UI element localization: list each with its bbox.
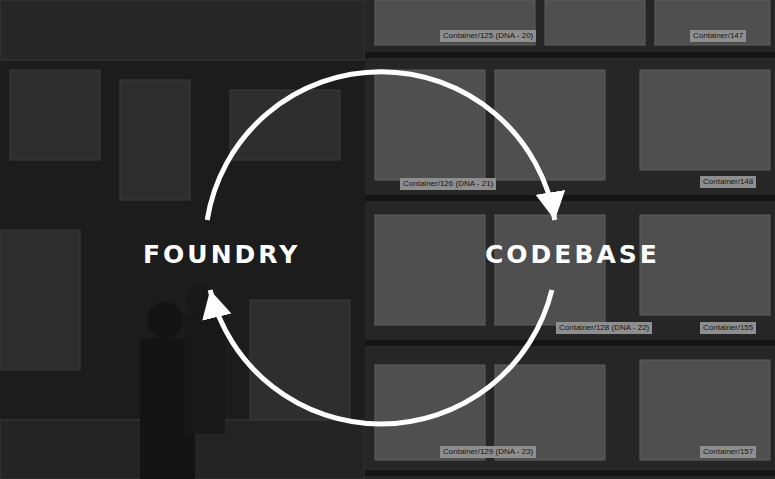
- container-label: Container/129 (DNA - 23): [440, 446, 536, 458]
- container-label: Container/155: [700, 322, 756, 334]
- cycle-arrow: [207, 72, 555, 220]
- container-label: Container/148: [700, 176, 756, 188]
- node-title: CODEBASE: [485, 240, 660, 270]
- cycle-arrow: [210, 290, 552, 424]
- container-label: Container/125 (DNA - 20): [440, 30, 536, 42]
- shelf-scene: [365, 0, 775, 479]
- cycle-node: CODEBASE: [481, 238, 664, 272]
- container-label: Container/126 (DNA - 21): [400, 178, 496, 190]
- cycle-node: FOUNDRY: [139, 238, 304, 272]
- node-title: FOUNDRY: [143, 240, 300, 270]
- container-label: Container/157: [700, 446, 756, 458]
- container-label: Container/147: [690, 30, 746, 42]
- container-label: Container/128 (DNA - 22): [556, 322, 652, 334]
